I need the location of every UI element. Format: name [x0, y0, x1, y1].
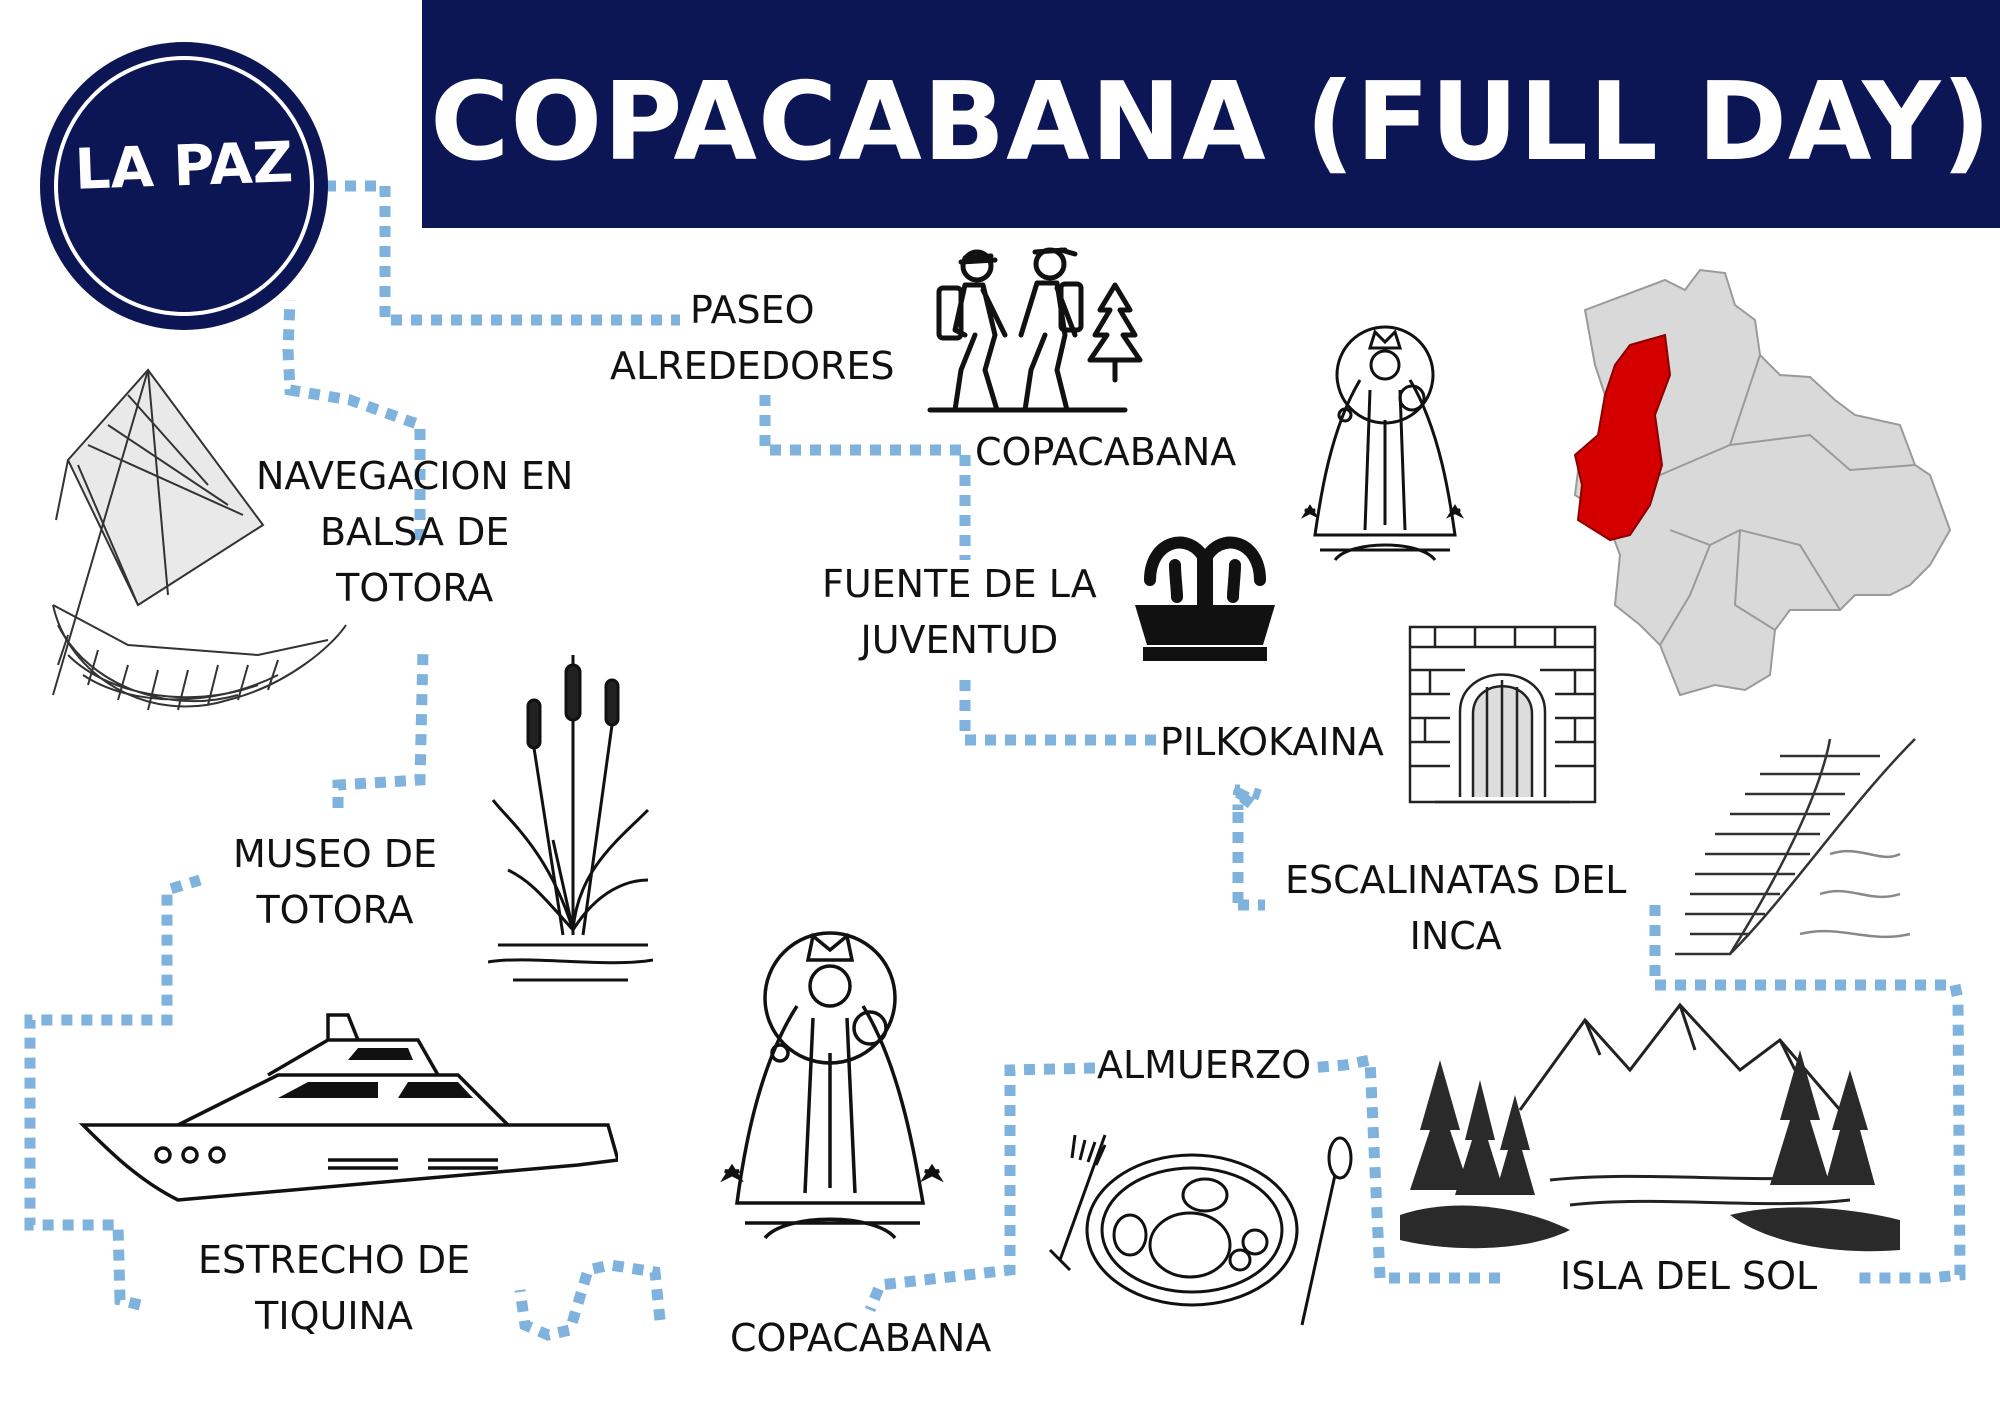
stop-pilkokaina: PILKOKAINA	[1160, 720, 1384, 764]
stop-paseo-line2: ALREDEDORES	[610, 344, 895, 388]
stop-estrecho-line2: TIQUINA	[255, 1294, 413, 1338]
stop-museo-line1: MUSEO DE	[233, 832, 437, 876]
reed-boat-icon	[52, 368, 347, 711]
bolivia-map-icon	[1573, 268, 1952, 697]
cattail-reed-icon	[488, 655, 653, 982]
stop-navegacion-line2: BALSA DE	[319, 510, 510, 554]
stop-navegacion-line3: TOTORA	[336, 566, 494, 610]
stop-isla: ISLA DEL SOL	[1560, 1254, 1818, 1298]
page-title: COPACABANA (FULL DAY)	[430, 60, 1992, 185]
stop-museo: MUSEO DE TOTORA	[233, 826, 437, 938]
stop-estrecho-line1: ESTRECHO DE	[198, 1238, 471, 1282]
badge-ring	[54, 56, 314, 316]
stop-fuente: FUENTE DE LA JUVENTUD	[822, 556, 1097, 668]
stop-copacabana-top: COPACABANA	[975, 430, 1237, 474]
virgin-of-copacabana-icon	[1300, 325, 1465, 562]
stop-paseo-line1: PASEO	[690, 288, 815, 332]
stone-arch-door-icon	[1408, 625, 1597, 804]
start-badge-label: LA PAZ	[73, 130, 295, 203]
stop-navegacion: NAVEGACION EN BALSA DE TOTORA	[256, 448, 573, 616]
stop-fuente-line2: JUVENTUD	[860, 618, 1059, 662]
stop-copacabana-bottom: COPACABANA	[730, 1316, 992, 1360]
hikers-icon	[927, 247, 1143, 413]
yacht-icon	[78, 1013, 618, 1202]
title-banner: COPACABANA (FULL DAY)	[422, 0, 2000, 228]
mountain-lake-icon	[1400, 1002, 1900, 1252]
stop-paseo: PASEO ALREDEDORES	[610, 282, 895, 394]
stop-museo-line2: TOTORA	[256, 888, 414, 932]
lunch-plate-icon	[1048, 1134, 1353, 1326]
stop-estrecho: ESTRECHO DE TIQUINA	[198, 1232, 470, 1344]
start-badge: LA PAZ	[40, 42, 328, 330]
inca-stairs-icon	[1675, 738, 1916, 956]
fountain-icon	[1135, 536, 1275, 661]
stop-escalinatas-line2: INCA	[1409, 914, 1502, 958]
stop-almuerzo: ALMUERZO	[1097, 1043, 1312, 1087]
stop-escalinatas-line1: ESCALINATAS DEL	[1285, 858, 1627, 902]
stop-navegacion-line1: NAVEGACION EN	[256, 454, 574, 498]
virgin-of-copacabana-bottom-icon	[720, 931, 944, 1240]
stop-fuente-line1: FUENTE DE LA	[822, 562, 1097, 606]
stop-escalinatas: ESCALINATAS DEL INCA	[1285, 852, 1626, 964]
